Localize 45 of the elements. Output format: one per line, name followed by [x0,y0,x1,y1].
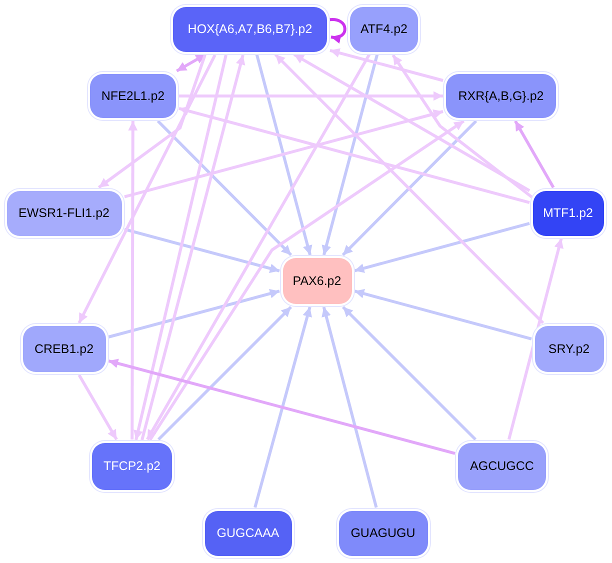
arrow [293,53,530,192]
arrow [255,54,312,256]
gene-node: AGCUGCC [458,442,546,490]
gene-node: CREB1.p2 [22,326,106,372]
arrow [108,358,456,455]
arrow [124,228,280,274]
gene-node: HOX{A6,A7,B6,B7}.p2 [173,6,327,52]
arrow [354,288,532,340]
arrow [322,54,379,256]
arrow [342,120,478,256]
arrow [322,306,378,508]
arrow [179,91,443,101]
arrow [342,306,477,441]
gene-node: TFCP2.p2 [92,442,172,490]
arrow [124,109,444,198]
arrow [328,18,346,43]
gene-node: GUGCAAA [204,510,292,556]
arrow [146,54,371,440]
arrow [330,48,444,82]
arrow [128,121,138,440]
arrow [140,54,246,440]
arrow [78,374,118,440]
gene-node: MTF1.p2 [532,190,604,236]
arrow [392,54,534,200]
gene-node: RXR{A,B,G}.p2 [446,74,556,118]
arrow [108,288,280,338]
arrow [98,54,206,189]
arrow [148,120,465,441]
arrow [514,120,555,188]
arrow [134,54,228,440]
arrow [254,306,312,508]
gene-node: PAX6.p2 [282,258,352,304]
gene-node: EWSR1-FLI1.p2 [6,190,122,236]
arrow [178,106,530,204]
arrow [507,238,564,440]
arrow [274,53,544,324]
arrow [78,54,216,324]
gene-node: ATF4.p2 [350,6,418,52]
gene-node: SRY.p2 [534,326,604,372]
arrow [176,53,206,72]
gene-node: NFE2L1.p2 [90,74,176,118]
gene-node: GUAGUGU [338,510,428,556]
arrow [156,120,292,256]
arrow [157,306,292,441]
arrow [354,222,530,273]
